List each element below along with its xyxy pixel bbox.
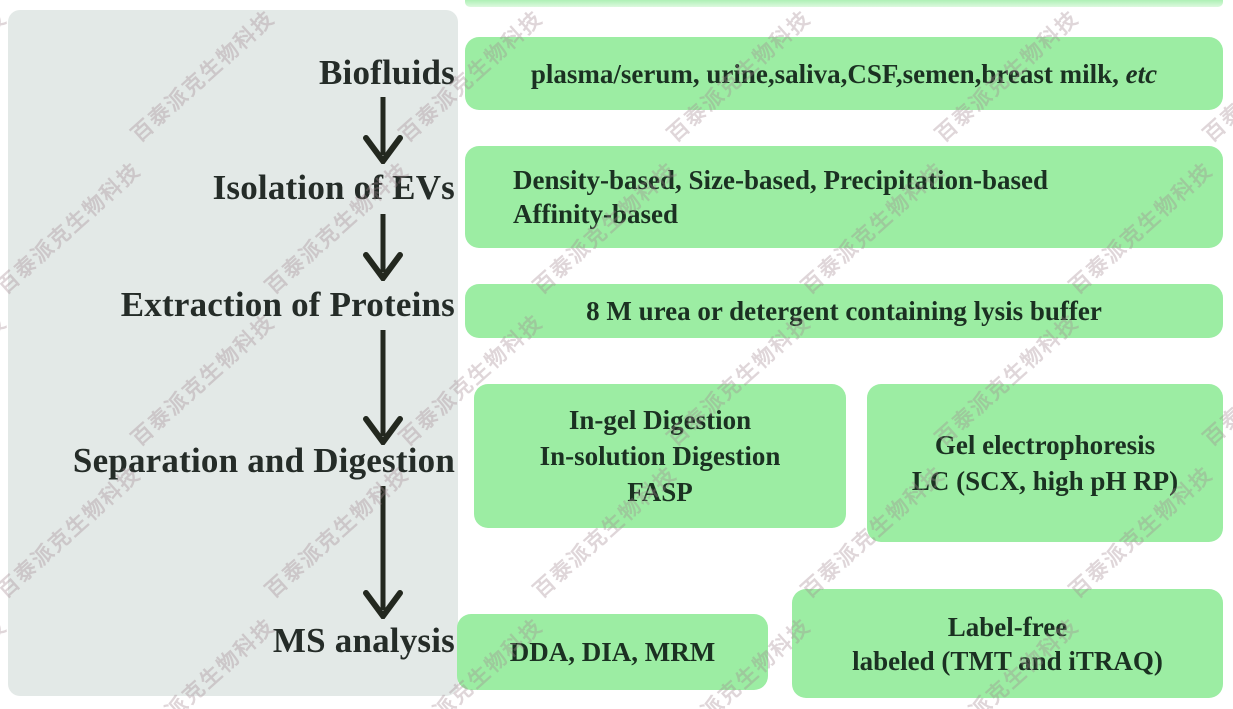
down-arrow-icon [363, 214, 403, 281]
biofluids-samples-text: plasma/serum, urine,saliva,CSF,semen,bre… [530, 58, 1158, 89]
ms-modes-box: DDA, DIA, MRM [457, 614, 768, 690]
digestion-line2: In-solution Digestion [539, 441, 781, 471]
separation-methods-box: Gel electrophoresis LC (SCX, high pH RP) [867, 384, 1223, 542]
separation-line1: Gel electrophoresis [934, 430, 1156, 460]
isolation-methods-line1: Density-based, Size-based, Precipitation… [513, 165, 1049, 195]
down-arrow-icon [363, 330, 403, 445]
cropped-green-box-top [465, 0, 1223, 7]
step-label-separation: Separation and Digestion [72, 441, 455, 480]
down-arrow-icon [363, 486, 403, 619]
quantification-line2: labeled (TMT and iTRAQ) [852, 645, 1163, 676]
step-label-extraction: Extraction of Proteins [120, 285, 455, 324]
biofluids-samples-box: plasma/serum, urine,saliva,CSF,semen,bre… [465, 37, 1223, 110]
down-arrow-icon [363, 97, 403, 164]
etc-italic-text: etc [1125, 58, 1158, 89]
step-label-ms-analysis: MS analysis [272, 621, 455, 660]
digestion-line3: FASP [627, 477, 693, 507]
isolation-methods-line2: Affinity-based [513, 199, 679, 229]
step-label-isolation: Isolation of EVs [212, 168, 455, 207]
extraction-buffer-box: 8 M urea or detergent containing lysis b… [465, 284, 1223, 338]
digestion-line1: In-gel Digestion [568, 405, 752, 435]
digestion-methods-box: In-gel Digestion In-solution Digestion F… [474, 384, 846, 528]
extraction-buffer-text: 8 M urea or detergent containing lysis b… [586, 296, 1102, 326]
quantification-line1: Label-free [947, 611, 1068, 642]
ms-modes-text: DDA, DIA, MRM [509, 637, 716, 667]
quantification-box: Label-free labeled (TMT and iTRAQ) [792, 589, 1223, 698]
isolation-methods-box: Density-based, Size-based, Precipitation… [465, 146, 1223, 248]
step-label-biofluids: Biofluids [318, 53, 455, 92]
separation-line2: LC (SCX, high pH RP) [911, 466, 1179, 496]
